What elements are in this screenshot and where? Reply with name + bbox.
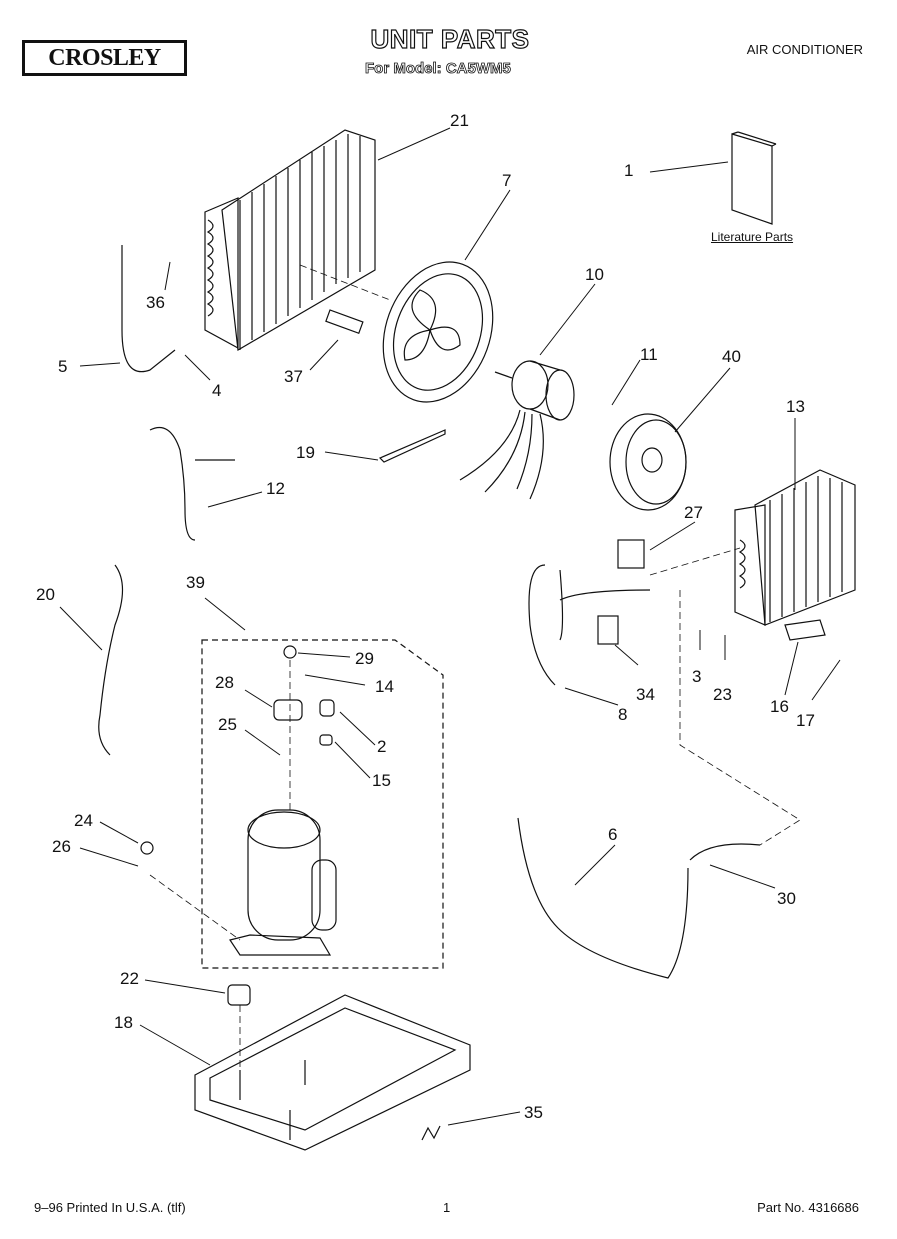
callout-3: 3 bbox=[692, 667, 702, 686]
evaporator-coil bbox=[734, 469, 856, 626]
callout-12: 12 bbox=[266, 479, 285, 498]
assembly-lines bbox=[149, 264, 801, 1075]
callout-25: 25 bbox=[218, 715, 237, 734]
filter-pad bbox=[617, 539, 645, 569]
callout-16: 16 bbox=[770, 697, 789, 716]
callout-35: 35 bbox=[524, 1103, 543, 1122]
callout-28: 28 bbox=[215, 673, 234, 692]
footer-print-info: 9–96 Printed In U.S.A. (tlf) bbox=[34, 1200, 186, 1215]
washer bbox=[140, 841, 154, 855]
callout-27: 27 bbox=[684, 503, 703, 522]
fan-shroud bbox=[382, 261, 494, 403]
callout-21: 21 bbox=[450, 111, 469, 130]
callout-29: 29 bbox=[355, 649, 374, 668]
callout-1: 1 bbox=[624, 161, 634, 180]
callout-15: 15 bbox=[372, 771, 391, 790]
callout-23: 23 bbox=[713, 685, 732, 704]
copper-tube bbox=[517, 817, 689, 979]
drain-tube bbox=[528, 564, 651, 686]
callout-40: 40 bbox=[722, 347, 741, 366]
base-pan bbox=[194, 994, 471, 1151]
footer-page-number: 1 bbox=[443, 1200, 451, 1215]
callout-13: 13 bbox=[786, 397, 805, 416]
condenser-coil bbox=[204, 129, 376, 351]
bracket bbox=[784, 619, 826, 641]
wire-harness bbox=[98, 564, 124, 756]
relay bbox=[319, 699, 335, 717]
insulation-pad bbox=[325, 309, 364, 335]
callout-37: 37 bbox=[284, 367, 303, 386]
model-line: For Model: CA5WM5 bbox=[365, 60, 512, 78]
callout-10: 10 bbox=[585, 265, 604, 284]
page-title: UNIT PARTS bbox=[370, 23, 530, 54]
callout-6: 6 bbox=[608, 825, 618, 844]
callout-20: 20 bbox=[36, 585, 55, 604]
leader-lines bbox=[59, 127, 841, 1126]
callout-26: 26 bbox=[52, 837, 71, 856]
overload bbox=[273, 699, 303, 721]
literature-parts-label: Literature Parts bbox=[711, 230, 794, 244]
callout-14: 14 bbox=[375, 677, 394, 696]
clip bbox=[319, 734, 333, 746]
callout-39: 39 bbox=[186, 573, 205, 592]
capillary-tube bbox=[121, 245, 176, 373]
grommet bbox=[227, 984, 251, 1006]
tie-strap bbox=[378, 429, 446, 463]
callout-19: 19 bbox=[296, 443, 315, 462]
compressor bbox=[229, 809, 337, 956]
callout-34: 34 bbox=[636, 685, 655, 704]
appliance-type: AIR CONDITIONER bbox=[746, 42, 863, 57]
callout-30: 30 bbox=[777, 889, 796, 908]
callout-11: 11 bbox=[640, 345, 658, 364]
blower-wheel bbox=[609, 413, 687, 511]
footer-part-number: Part No. 4316686 bbox=[757, 1200, 859, 1215]
suction-tube bbox=[149, 426, 235, 541]
callout-8: 8 bbox=[618, 705, 628, 724]
brand-name: CROSLEY bbox=[48, 44, 161, 71]
foam-pad bbox=[597, 615, 619, 645]
callout-36: 36 bbox=[146, 293, 165, 312]
callout-5: 5 bbox=[58, 357, 68, 376]
callout-24: 24 bbox=[74, 811, 93, 830]
callout-17: 17 bbox=[796, 711, 815, 730]
spring-clip bbox=[421, 1125, 441, 1141]
callout-18: 18 bbox=[114, 1013, 133, 1032]
callout-2: 2 bbox=[377, 737, 387, 756]
callout-4: 4 bbox=[212, 381, 222, 400]
discharge-tube bbox=[689, 843, 761, 861]
callout-7: 7 bbox=[502, 171, 512, 190]
nut bbox=[283, 645, 297, 659]
compressor-box bbox=[201, 639, 444, 969]
callout-22: 22 bbox=[120, 969, 139, 988]
brand-logo: CROSLEY bbox=[22, 40, 187, 76]
literature-booklet bbox=[731, 133, 773, 225]
fan-motor bbox=[459, 360, 575, 500]
